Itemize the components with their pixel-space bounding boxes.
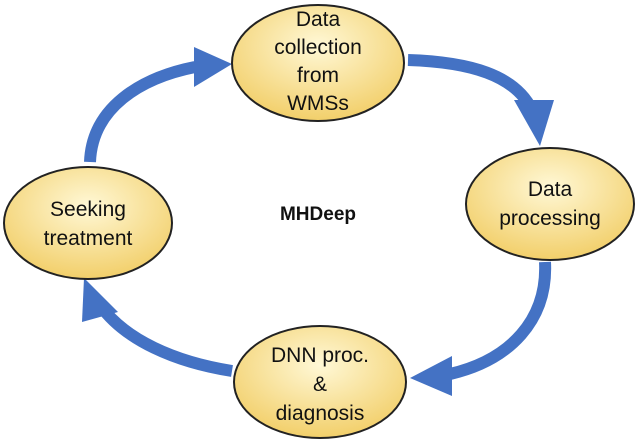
center-label: MHDeep — [280, 204, 356, 225]
node-data-collection-line-1: Data — [296, 8, 341, 31]
node-data-processing-line-2: processing — [499, 207, 601, 230]
node-seeking-treatment-line-2: treatment — [44, 227, 133, 250]
node-data-collection-line-2: collection — [274, 36, 362, 59]
node-seeking-treatment-line-1: Seeking — [50, 198, 126, 221]
node-data-collection: Data collection from WMSs — [231, 4, 405, 122]
node-data-processing-line-1: Data — [528, 178, 573, 201]
arrow-left-to-top — [84, 47, 232, 163]
node-dnn-diagnosis-line-3: diagnosis — [276, 402, 365, 425]
node-seeking-treatment: Seeking treatment — [3, 166, 173, 280]
node-data-collection-line-4: WMSs — [287, 92, 349, 115]
node-data-processing: Data processing — [465, 147, 635, 261]
arrow-top-to-right — [407, 54, 554, 146]
arrow-bottom-to-left — [82, 278, 233, 377]
arrow-right-to-bottom — [410, 261, 552, 396]
node-dnn-diagnosis-line-2: & — [313, 373, 327, 396]
node-dnn-diagnosis-line-1: DNN proc. — [271, 344, 369, 367]
node-data-collection-line-3: from — [297, 64, 339, 87]
node-dnn-diagnosis: DNN proc. & diagnosis — [233, 325, 407, 439]
